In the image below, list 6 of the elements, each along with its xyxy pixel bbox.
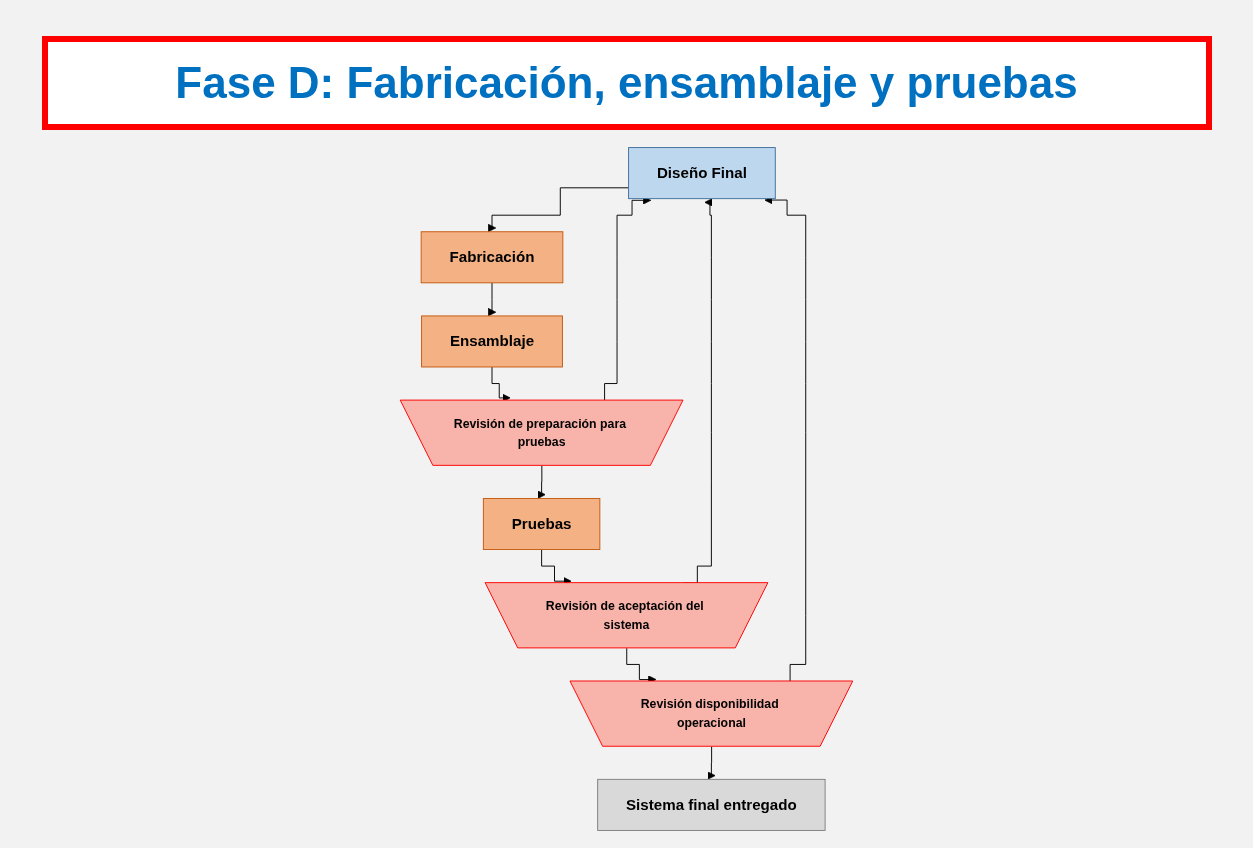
title: Fase D: Fabricación, ensamblaje y pruebas (41, 36, 1212, 130)
node-box: Pruebas (482, 498, 601, 550)
node-box: Sistema final entregado (597, 778, 826, 831)
node-box: Fabricación (420, 231, 564, 284)
node-box: Diseño Final (628, 147, 776, 200)
node-box: Ensamblaje (421, 315, 563, 368)
